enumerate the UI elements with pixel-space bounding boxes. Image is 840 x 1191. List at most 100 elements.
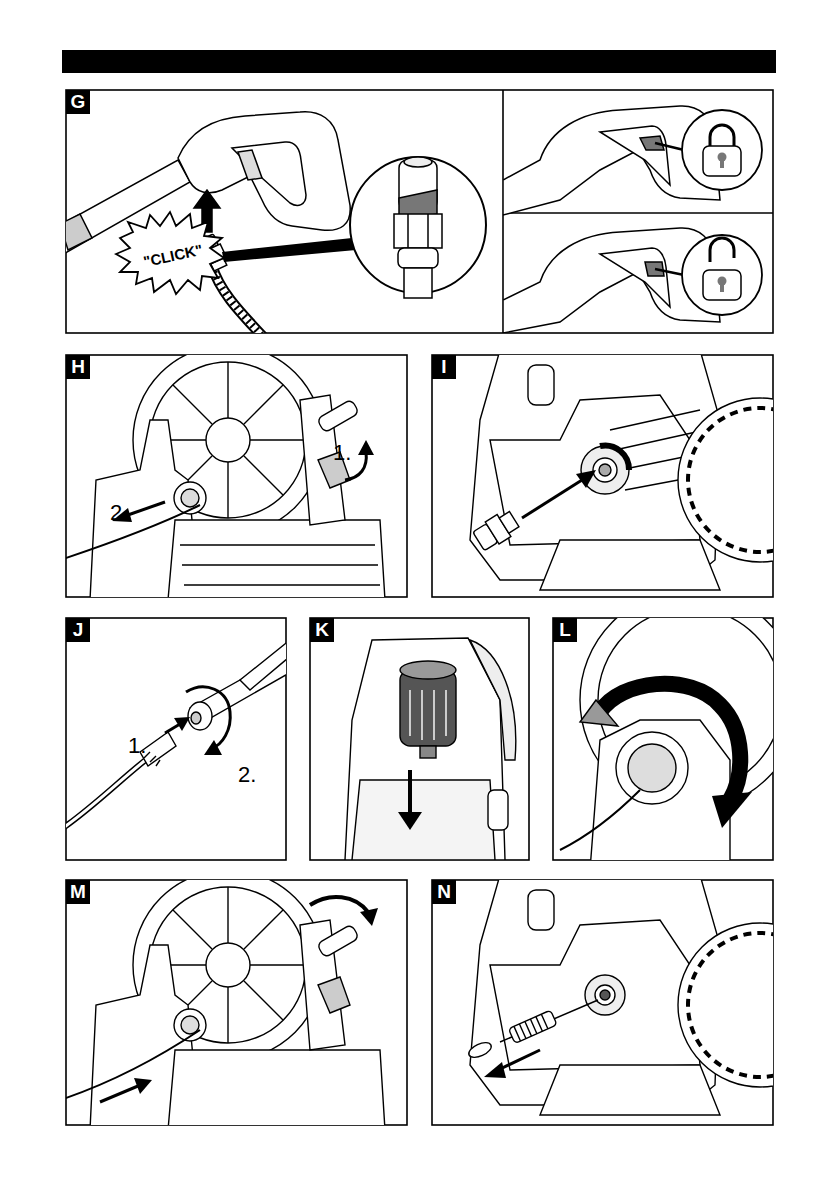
water-inlet <box>599 464 611 476</box>
lance-connection <box>144 752 160 766</box>
trigger-lock <box>655 269 684 275</box>
trigger-lock <box>682 110 762 190</box>
hose-reel-knob <box>616 732 688 804</box>
trigger-lock <box>682 235 762 315</box>
inlet-filter <box>688 933 773 1077</box>
water-inlet <box>522 480 582 518</box>
trigger-lock <box>600 126 670 185</box>
panel-letter: K <box>310 618 334 642</box>
panel-letter: G <box>66 90 90 114</box>
step-number: 2. <box>238 764 256 786</box>
hose-reel-machine <box>206 418 250 462</box>
inlet-filter <box>600 990 610 1000</box>
trigger-lock <box>655 143 684 150</box>
inlet-filter <box>585 975 625 1015</box>
hose-reel-knob <box>600 684 740 800</box>
water-inlet <box>688 408 773 552</box>
trigger-lock <box>703 270 741 300</box>
lance-connection <box>174 717 190 731</box>
inlet-filter <box>514 1014 548 1041</box>
inlet-filter <box>508 1010 557 1043</box>
lance-connection <box>66 640 286 830</box>
hose-reel-machine <box>318 977 350 1013</box>
inlet-filter <box>467 880 773 1115</box>
lance-connection <box>66 758 148 830</box>
hose-reel-machine <box>317 924 360 958</box>
hose-reel-machine <box>125 502 165 516</box>
hose-reel-knob <box>712 792 752 828</box>
detergent-bottle <box>408 770 412 815</box>
panel-letter: H <box>66 355 90 379</box>
step-number: 2. <box>110 502 128 524</box>
inlet-filter <box>528 890 554 930</box>
water-inlet <box>540 540 720 590</box>
hose-reel-machine <box>66 355 385 597</box>
water-inlet <box>470 355 773 590</box>
inlet-filter <box>484 1062 506 1078</box>
spray-gun <box>404 268 432 298</box>
hose-reel-machine <box>134 1078 152 1094</box>
hose-reel-machine <box>168 520 385 597</box>
header-bar <box>62 50 776 73</box>
trigger-lock <box>710 238 734 262</box>
detergent-bottle <box>488 790 508 830</box>
detergent-bottle <box>470 640 516 760</box>
lance-connection <box>191 712 201 724</box>
inlet-filter <box>595 985 615 1005</box>
inlet-filter <box>490 920 700 1070</box>
spray-gun <box>232 142 306 205</box>
detergent-bottle <box>345 638 505 860</box>
water-inlet <box>576 470 596 488</box>
panel-letter: J <box>66 618 90 642</box>
panel-frame <box>66 90 773 333</box>
trigger-lock <box>720 158 724 168</box>
inlet-filter <box>498 1050 540 1070</box>
trigger-lock <box>600 248 670 307</box>
hose-reel-machine <box>206 943 250 987</box>
inlet-filter <box>508 1010 557 1043</box>
hose-reel-machine <box>168 1050 385 1125</box>
hose-reel-knob <box>560 790 640 850</box>
spray-gun <box>212 266 266 333</box>
trigger-lock <box>640 136 664 150</box>
panel-letter: L <box>553 618 577 642</box>
hose-reel-knob <box>628 744 676 792</box>
hose-reel-machine <box>358 440 374 455</box>
trigger-lock <box>703 146 741 176</box>
spray-gun <box>398 248 438 268</box>
trigger-lock <box>720 282 724 292</box>
panel-letter: N <box>432 880 456 904</box>
spray-gun <box>427 214 429 248</box>
spray-gun <box>407 214 409 248</box>
hose-reel-knob <box>590 720 730 860</box>
spray-gun <box>66 112 486 333</box>
hose-reel-machine <box>66 880 385 1125</box>
hose-reel-knob <box>580 700 618 726</box>
hose-reel-machine <box>180 545 380 585</box>
detergent-bottle <box>345 638 516 860</box>
detergent-bottle <box>420 746 436 758</box>
panel-frame <box>66 618 286 860</box>
step-number: 1. <box>128 735 146 757</box>
lance-connection <box>188 702 212 730</box>
water-inlet <box>472 508 521 552</box>
inlet-filter <box>540 1065 720 1115</box>
spray-gun <box>222 238 356 262</box>
spray-gun <box>238 150 262 180</box>
spray-gun <box>394 214 442 248</box>
spray-gun <box>212 266 266 333</box>
hose-reel-machine <box>181 489 199 507</box>
lance-connection <box>66 758 148 830</box>
hose-reel-machine <box>360 908 378 926</box>
spray-gun <box>66 214 92 250</box>
trigger-lock <box>503 106 762 333</box>
detergent-bottle <box>400 670 456 746</box>
inlet-filter <box>467 1040 494 1061</box>
detergent-bottle <box>352 780 495 860</box>
trigger-lock <box>710 125 734 147</box>
detergent-bottle <box>400 661 456 679</box>
detergent-bottle <box>410 690 446 740</box>
water-inlet <box>528 365 554 405</box>
